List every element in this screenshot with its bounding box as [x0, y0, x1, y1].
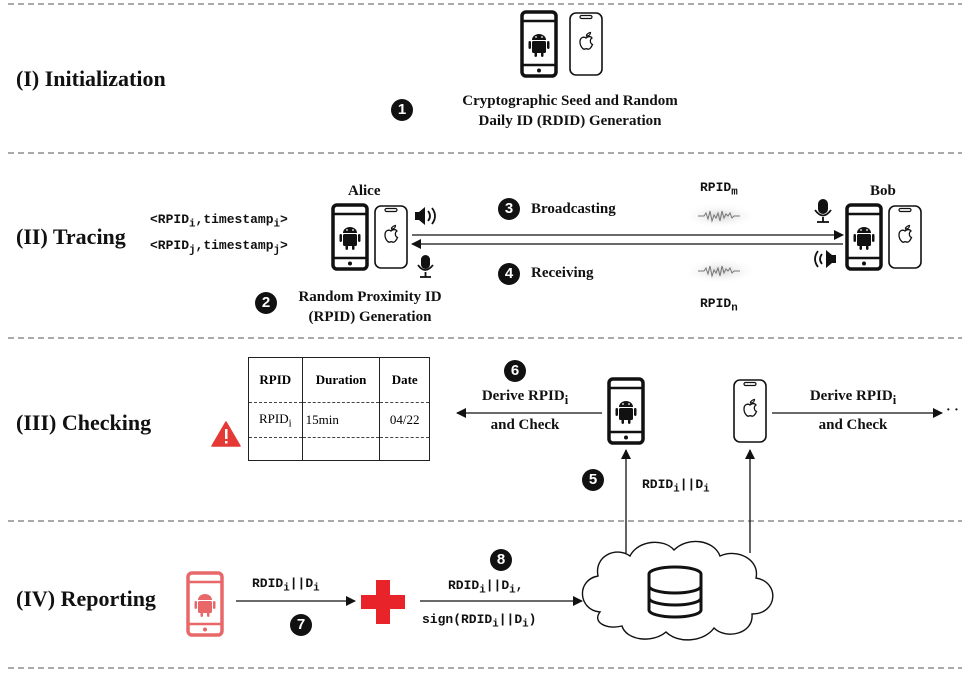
- derive-left-line2: and Check: [490, 417, 560, 433]
- receiving-label: Receiving: [531, 265, 594, 281]
- sound-wave-top: [682, 203, 758, 229]
- table-cell-duration: 15min: [301, 402, 381, 438]
- step-8-badge: 8: [490, 549, 512, 571]
- microphone-icon: [417, 255, 434, 278]
- android-phone-icon: [520, 10, 558, 78]
- bob-iphone-icon: [888, 205, 922, 269]
- ellipsis: · ·: [946, 403, 959, 418]
- cloud-server-icon: [581, 540, 774, 641]
- table-header-rpid: RPID: [248, 357, 303, 403]
- table-row: RPIDi 15min 04/22: [248, 402, 430, 438]
- sound-wave-bottom: [682, 258, 758, 284]
- signature-label: sign(RDIDi||Di): [422, 612, 537, 631]
- stored-rpid-j: <RPIDj,timestampj>: [150, 238, 288, 257]
- checking-iphone-icon: [733, 379, 767, 443]
- iphone-icon: [569, 12, 603, 76]
- warning-icon: [211, 421, 241, 447]
- derive-right-line1: Derive RPIDi: [809, 388, 897, 407]
- report-upload-label: RDIDi||Di: [252, 576, 320, 595]
- broadcasting-label: Broadcasting: [531, 201, 616, 217]
- bob-speaker-icon: [814, 250, 836, 268]
- step-4-badge: 4: [498, 263, 520, 285]
- step-6-badge: 6: [504, 360, 526, 382]
- init-text-line2: Daily ID (RDID) Generation: [478, 113, 662, 129]
- rpid-n-label: RPIDn: [700, 296, 738, 315]
- alice-iphone-icon: [374, 205, 408, 269]
- step-3-badge: 3: [498, 198, 520, 220]
- authority-upload-label: RDIDi||Di,: [448, 578, 524, 597]
- table-cell-rpid: RPIDi: [248, 402, 303, 438]
- rpid-gen-line1: Random Proximity ID: [298, 289, 442, 305]
- step-7-badge: 7: [290, 614, 312, 636]
- step-5-badge: 5: [582, 469, 604, 491]
- section-title-initialization: (I) Initialization: [16, 66, 166, 91]
- reporting-android-phone-icon: [186, 571, 224, 637]
- checking-android-phone-icon: [607, 377, 645, 445]
- section-dividers: [8, 3, 962, 669]
- section-title-tracing: (II) Tracing: [16, 224, 126, 249]
- alice-android-phone-icon: [331, 203, 369, 271]
- bob-label: Bob: [870, 183, 896, 199]
- step-1-badge: 1: [391, 99, 413, 121]
- rpid-gen-line2: (RPID) Generation: [308, 309, 432, 325]
- speaker-icon: [415, 207, 436, 225]
- derive-left-line1: Derive RPIDi: [481, 388, 569, 407]
- init-text-line1: Cryptographic Seed and Random: [462, 93, 678, 109]
- derive-right-line2: and Check: [818, 417, 888, 433]
- step-2-badge: 2: [255, 292, 277, 314]
- section-title-checking: (III) Checking: [16, 410, 152, 435]
- table-header-duration: Duration: [301, 357, 381, 403]
- stored-rpid-i: <RPIDi,timestampi>: [150, 212, 288, 231]
- table-row-empty: [248, 437, 430, 461]
- rdid-download-label: RDIDi||Di: [642, 477, 710, 496]
- table-cell-date: 04/22: [379, 402, 430, 438]
- bob-android-phone-icon: [845, 203, 883, 271]
- alice-label: Alice: [348, 183, 381, 199]
- health-authority-cross-icon: [361, 580, 405, 624]
- bob-microphone-icon: [814, 199, 832, 223]
- table-header-date: Date: [379, 357, 430, 403]
- rpid-m-label: RPIDm: [700, 180, 738, 199]
- rpid-match-table: RPID Duration Date RPIDi 15min 04/22: [248, 357, 430, 461]
- section-title-reporting: (IV) Reporting: [16, 586, 156, 611]
